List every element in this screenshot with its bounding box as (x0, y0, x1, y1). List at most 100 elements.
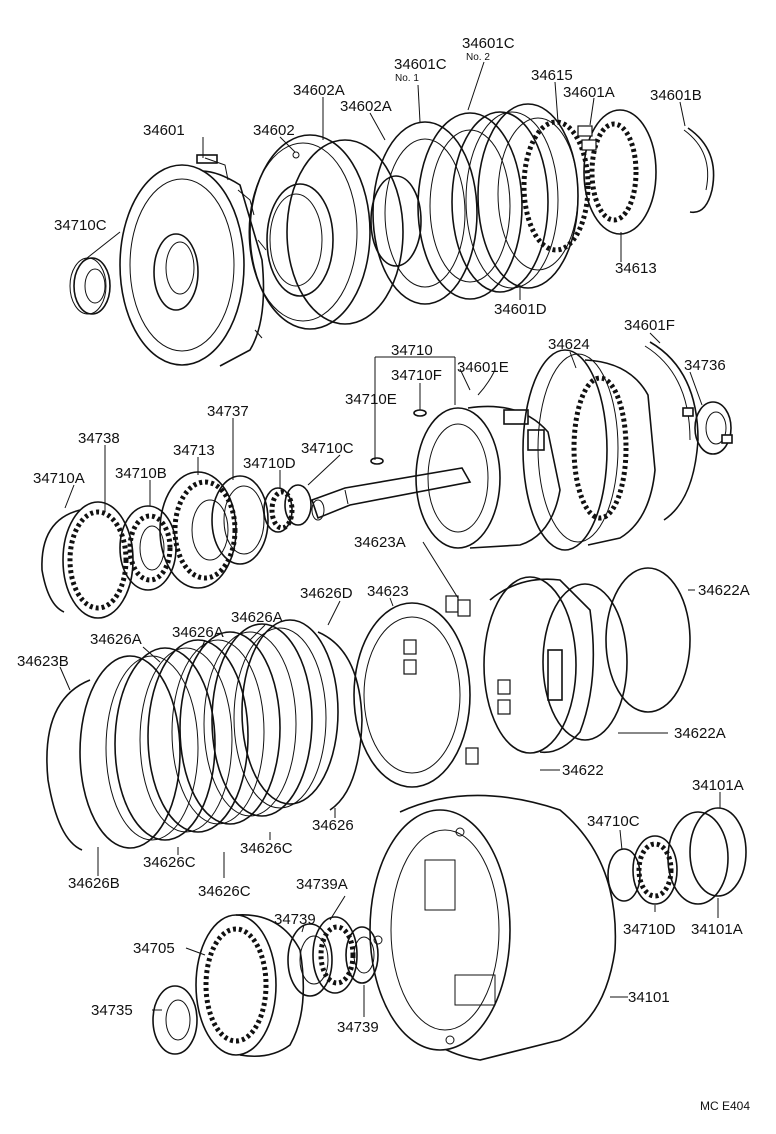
hub-34705 (195, 914, 305, 1058)
oring-34101a-bottom (667, 811, 729, 905)
label-34601f: 34601F (624, 317, 675, 334)
spring-ring-34615 (521, 119, 591, 253)
gear-34737 (211, 475, 269, 565)
bearing-34739a (312, 916, 358, 994)
plate-stack-34601d (451, 103, 579, 293)
plate-34601c-no2 (417, 112, 523, 300)
washer-34710c-top (69, 257, 111, 315)
label-34626a-1: 34626A (90, 631, 142, 648)
snapring-34601b-inner (683, 129, 709, 191)
label-34710b: 34710B (115, 465, 167, 482)
washer-34710c-mid (284, 484, 312, 526)
snapring-34601f-inner (644, 345, 691, 441)
snapring-34623b (46, 679, 91, 851)
label-34626: 34626 (312, 817, 354, 834)
label-34705: 34705 (133, 940, 175, 957)
drum-34601 (119, 154, 269, 367)
label-34738: 34738 (78, 430, 120, 447)
label-34713: 34713 (173, 442, 215, 459)
label-34101a-top: 34101A (692, 777, 744, 794)
label-34710c-top: 34710C (54, 217, 107, 234)
snapring-34626d (317, 631, 363, 811)
label-34626a-2: 34626A (172, 624, 224, 641)
label-34601e: 34601E (457, 359, 509, 376)
label-34615: 34615 (531, 67, 573, 84)
label-34601: 34601 (143, 122, 185, 139)
label-34602: 34602 (253, 122, 295, 139)
bearing-34739-top (287, 923, 333, 997)
label-34626c-3: 34626C (198, 883, 251, 900)
springs-34623a (403, 595, 511, 765)
springs-34601a (577, 109, 657, 235)
race-34710d-bottom (632, 835, 678, 905)
label-34101: 34101 (628, 989, 670, 1006)
label-34710f: 34710F (391, 367, 442, 384)
hub-34624 (522, 349, 656, 551)
retainer-34622 (483, 576, 595, 754)
piston-34602 (248, 134, 371, 330)
oring-34602a-inner (370, 175, 422, 267)
washer-34736 (682, 401, 733, 455)
leader-lines (59, 61, 721, 1017)
label-no1: No. 1 (395, 73, 419, 84)
label-34601c-no2: 34601C (462, 35, 515, 52)
label-34626d: 34626D (300, 585, 353, 602)
shaft (310, 467, 472, 521)
label-34626a-3: 34626A (231, 609, 283, 626)
gear-34738 (62, 501, 134, 619)
race-34739-bottom (345, 926, 379, 984)
label-34710c-mid: 34710C (301, 440, 354, 457)
label-34602a-outer: 34602A (293, 82, 345, 99)
label-34626c-1: 34626C (143, 854, 196, 871)
label-34623: 34623 (367, 583, 409, 600)
bearing-34710b (119, 505, 177, 591)
oring-34602a-outer (286, 139, 404, 325)
oring-34101a-top (689, 807, 747, 897)
label-34101a-bottom: 34101A (691, 921, 743, 938)
label-34739-bottom: 34739 (337, 1019, 379, 1036)
snapring-34710a (41, 509, 81, 613)
label-34624: 34624 (548, 336, 590, 353)
label-34613: 34613 (615, 260, 657, 277)
label-34710c-bottom: 34710C (587, 813, 640, 830)
label-34623b: 34623B (17, 653, 69, 670)
race-34710e-piece (370, 457, 384, 465)
label-34736: 34736 (684, 357, 726, 374)
plate-34601c-no1 (372, 121, 478, 305)
label-34710a: 34710A (33, 470, 85, 487)
label-34626b: 34626B (68, 875, 120, 892)
label-34739a: 34739A (296, 876, 348, 893)
label-no2: No. 2 (466, 52, 490, 63)
label-34623a: 34623A (354, 534, 406, 551)
label-34601a: 34601A (563, 84, 615, 101)
label-34622a-bottom: 34622A (674, 725, 726, 742)
clutch-pack (79, 619, 339, 849)
label-34622a-top: 34622A (698, 582, 750, 599)
label-34737: 34737 (207, 403, 249, 420)
carrier-34601e (415, 371, 561, 549)
race-34710d (263, 487, 295, 533)
label-34710: 34710 (391, 342, 433, 359)
oring-34622a-bottom (542, 583, 628, 741)
label-34602a-inner: 34602A (340, 98, 392, 115)
snapring-34601b (687, 127, 715, 214)
label-34710d-bottom: 34710D (623, 921, 676, 938)
label-34710d: 34710D (243, 455, 296, 472)
label-34622: 34622 (562, 762, 604, 779)
label-34601c-no1: 34601C (394, 56, 447, 73)
piston-34623 (353, 602, 471, 788)
label-34735: 34735 (91, 1002, 133, 1019)
snapring-34601f (649, 341, 699, 521)
label-34710e: 34710E (345, 391, 397, 408)
label-34739-top: 34739 (274, 911, 316, 928)
race-34710f-piece (413, 409, 427, 417)
washer-34735 (152, 985, 198, 1055)
label-34626c-2: 34626C (240, 840, 293, 857)
diagram-code: MC E404 (700, 1099, 750, 1113)
part-labels: 34601 34602 34602A 34602A 34601C No. 1 3… (17, 35, 750, 1113)
case-34101 (369, 794, 617, 1061)
oring-34622a-top (605, 567, 691, 713)
label-34601b: 34601B (650, 87, 702, 104)
